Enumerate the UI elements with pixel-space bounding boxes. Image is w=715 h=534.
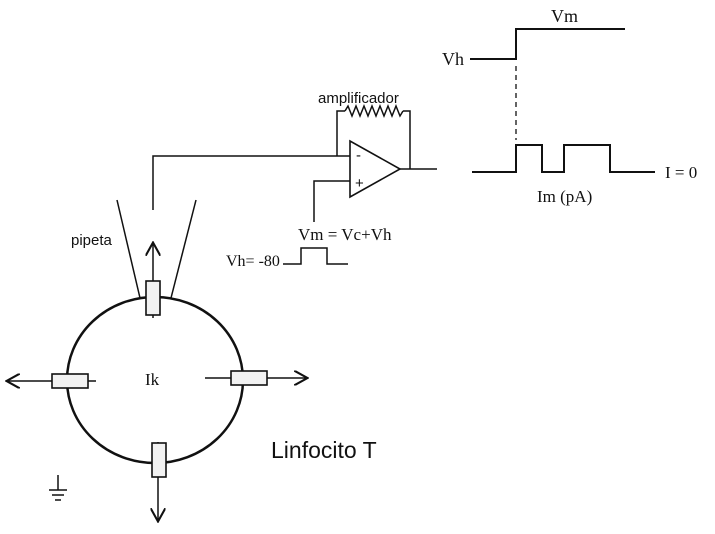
voltage-step-trace [470,28,625,60]
pipette [116,199,197,299]
ground-symbol-icon [49,475,67,501]
command-pulse-trace [283,247,348,265]
vh-step-label: Vh [442,49,464,69]
ion-channel-right [205,370,306,386]
current-trace-label: Im (pA) [537,187,592,206]
amplifier-label: amplificador [318,90,399,107]
vm-step-label: Vm [551,6,578,26]
ion-channel-top [145,244,161,318]
command-voltage-wire [313,180,350,222]
pipette-wire [152,155,350,210]
amplifier-minus-sign: - [356,147,361,164]
ion-channel-bottom [152,442,167,520]
cell-name-label: Linfocito T [271,437,377,463]
vm-formula-label: Vm = Vc+Vh [298,225,392,244]
ik-current-label: Ik [145,370,160,389]
current-trace [472,144,655,173]
amplifier-plus-sign: + [355,175,364,192]
vh-value-label: Vh= -80 [226,253,280,270]
amplifier-symbol [336,103,437,199]
pipette-label: pipeta [71,232,113,249]
ion-channel-left [8,373,96,389]
current-zero-label: I = 0 [665,163,697,182]
